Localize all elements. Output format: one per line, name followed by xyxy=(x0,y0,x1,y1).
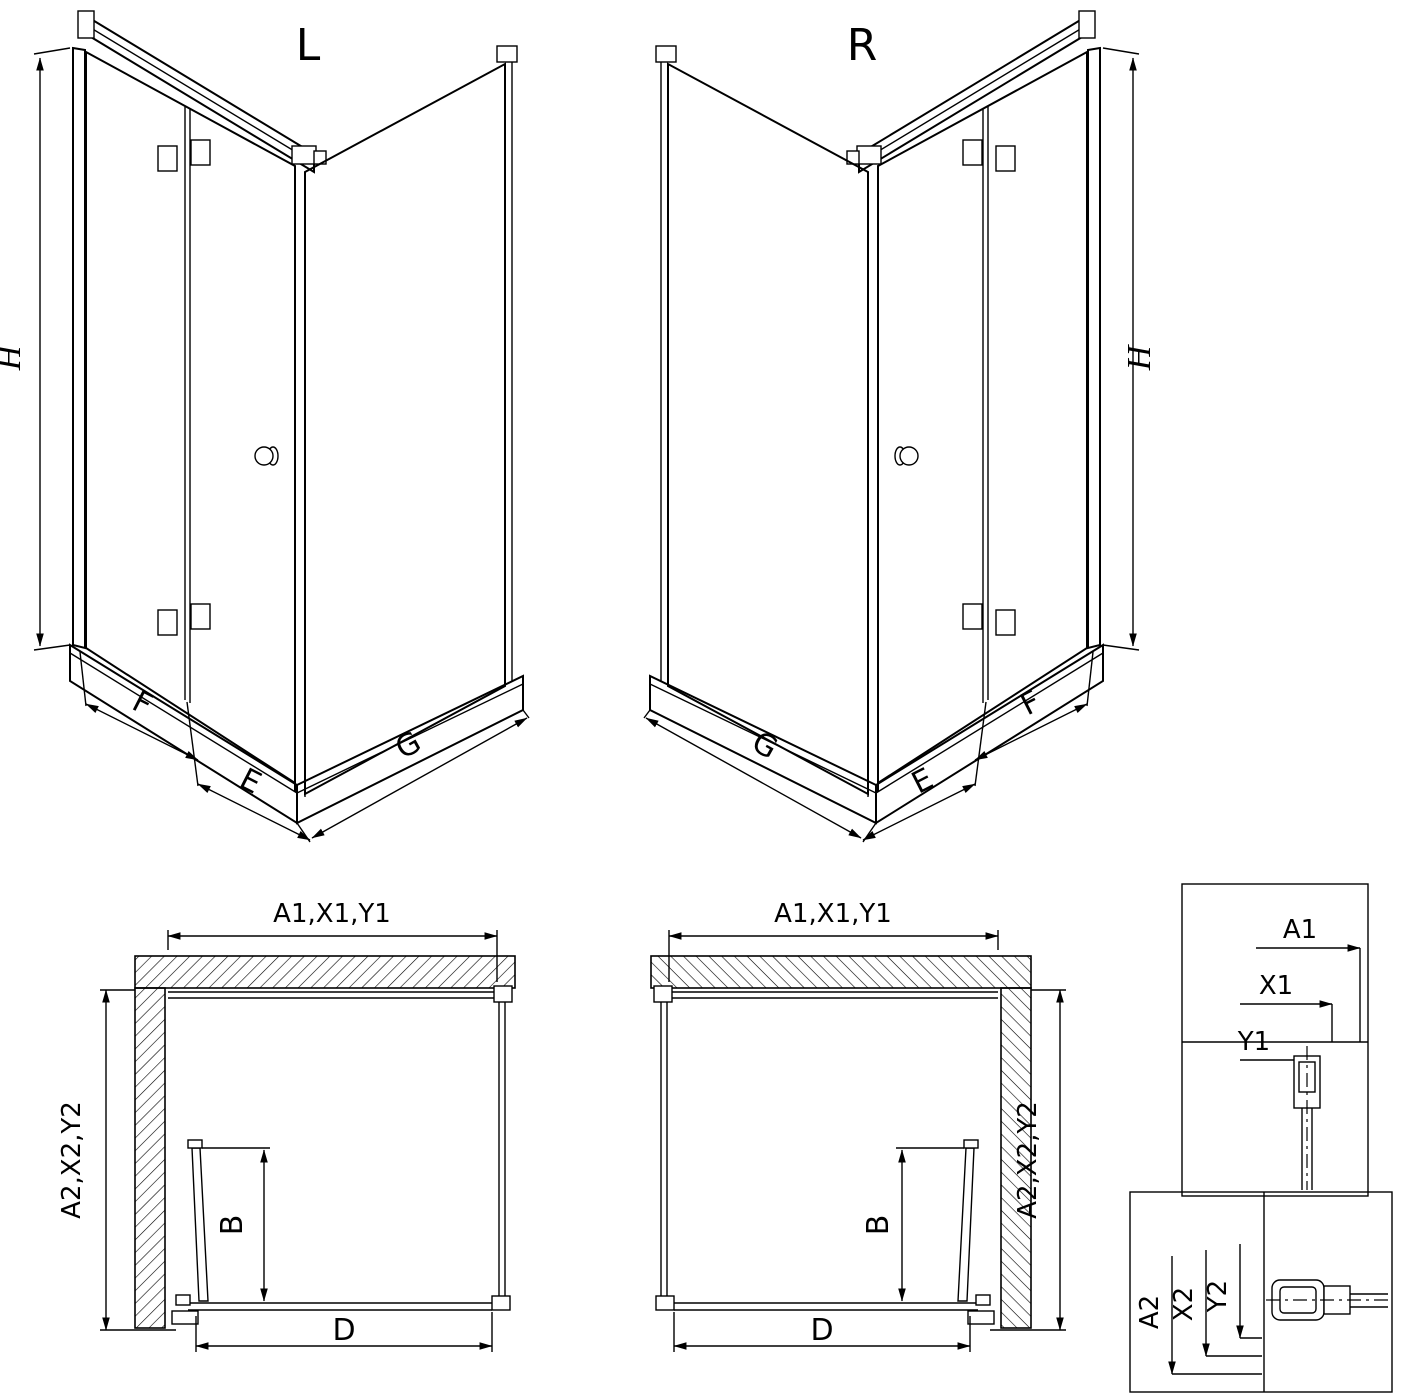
l-iso-view: L H F E G xyxy=(0,10,530,843)
detail-x2-callout xyxy=(1202,1250,1262,1357)
detail-a1-label: A1 xyxy=(1283,915,1317,945)
corner-post xyxy=(291,145,327,797)
wall-top-hatched xyxy=(134,955,516,989)
wall-side-hatched xyxy=(134,987,166,1329)
shower-tray xyxy=(69,643,524,825)
variant-label-right: R xyxy=(847,20,878,71)
header-rail xyxy=(77,10,315,174)
detail-x1-callout xyxy=(1240,1000,1333,1042)
detail-top-frame xyxy=(1181,883,1369,1197)
plan-width-label-right: A1,X1,Y1 xyxy=(774,899,892,929)
plan-b-label-left: B xyxy=(215,1215,250,1236)
plan-width-label-left: A1,X1,Y1 xyxy=(273,899,391,929)
detail-a2-callout xyxy=(1168,1256,1262,1375)
detail-bottom-glass-profile xyxy=(1266,1279,1388,1321)
variant-label-left: L xyxy=(296,20,321,71)
plan-d-label-left: D xyxy=(332,1313,355,1348)
plan-d-label-right: D xyxy=(810,1313,833,1348)
left-plan-view: A1,X1,Y1 A2,X2,Y2 B D xyxy=(57,899,516,1352)
door-hardware-plan xyxy=(171,1294,199,1325)
height-dimension-line xyxy=(33,47,71,651)
side-glass-panel-plan xyxy=(491,1002,511,1311)
width-dimension-lines xyxy=(79,651,530,843)
detail-a1-callout xyxy=(1256,944,1361,1042)
width-dimension-plan xyxy=(167,930,498,982)
detail-bottom-frame xyxy=(1129,1191,1393,1393)
detail-a2x2y2: A2 X2 Y2 xyxy=(1129,1191,1393,1393)
detail-a2-label: A2 xyxy=(1135,1295,1165,1329)
right-plan-view: A1,X1,Y1 A2,X2,Y2 B D xyxy=(651,899,1066,1352)
door-handle-knob xyxy=(254,446,279,466)
detail-x2-label: X2 xyxy=(1169,1287,1199,1321)
wall-profile xyxy=(72,46,86,650)
folded-door-leaf-plan xyxy=(187,1139,209,1302)
door-closed-plan xyxy=(188,1302,492,1311)
depth-dimension-plan xyxy=(100,989,176,1331)
door-b-dimension-plan xyxy=(202,1147,270,1302)
detail-y1-label: Y1 xyxy=(1237,1027,1270,1057)
detail-x1-label: X1 xyxy=(1259,971,1293,1001)
back-glass-panel-plan xyxy=(168,991,497,999)
r-iso-view: R H G E F xyxy=(644,11,1158,842)
plan-b-label-right: B xyxy=(861,1215,896,1236)
hinge-top xyxy=(157,139,211,172)
detail-a1x1y1: A1 X1 Y1 xyxy=(1181,883,1369,1197)
detail-top-glass-profile xyxy=(1293,1046,1321,1190)
entry-d-dimension-plan xyxy=(195,1312,493,1352)
hinge-bottom xyxy=(157,603,211,636)
dim-label-h-right: H xyxy=(1121,343,1158,371)
r-iso-art-mirrored xyxy=(644,11,1139,842)
plan-depth-label-left: A2,X2,Y2 xyxy=(57,1101,87,1219)
right-plan-art-mirrored xyxy=(651,930,1066,1352)
side-glass-panel xyxy=(304,45,518,796)
detail-y2-label: Y2 xyxy=(1203,1280,1233,1313)
dim-label-h-left: H xyxy=(0,343,28,371)
detail-y2-callout xyxy=(1236,1244,1262,1339)
plan-depth-label-right: A2,X2,Y2 xyxy=(1013,1101,1043,1219)
corner-post-plan xyxy=(493,985,513,1003)
